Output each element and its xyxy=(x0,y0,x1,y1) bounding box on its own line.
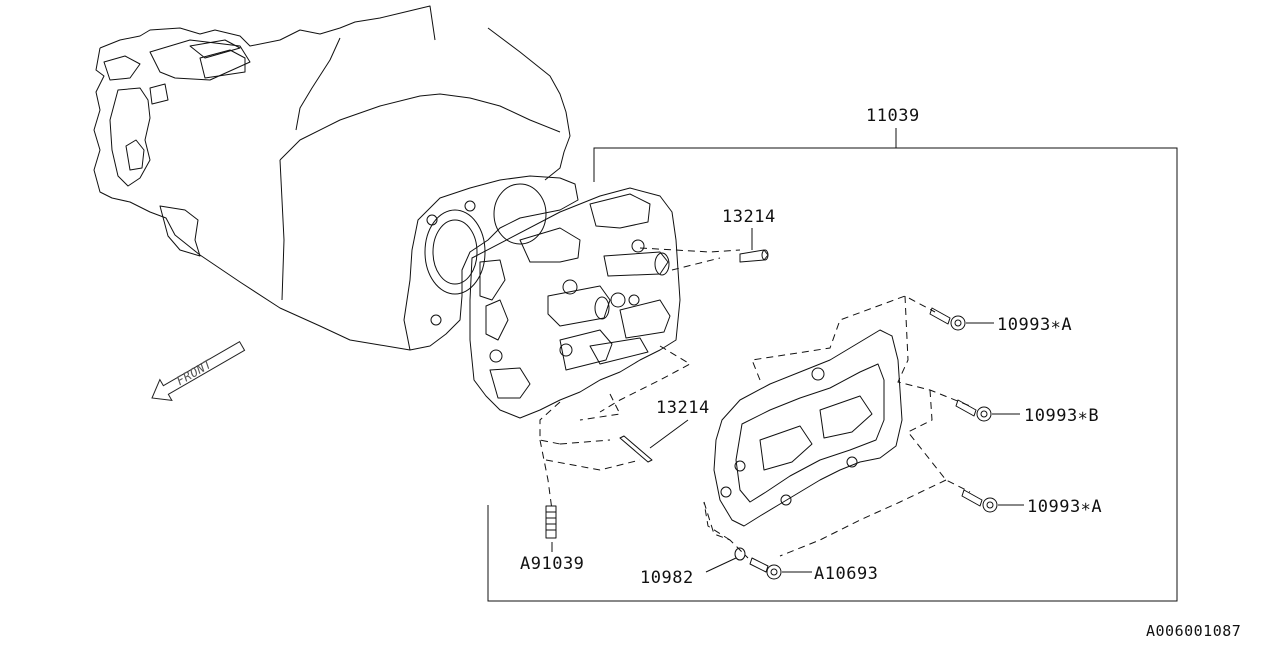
leader-dashes xyxy=(539,247,971,559)
front-label: FRONT xyxy=(174,357,215,389)
bolt-middle xyxy=(955,399,992,422)
cylinder-head-drawing xyxy=(469,187,681,419)
rocker-cover-drawing xyxy=(713,329,903,527)
label-pin-lower: 13214 xyxy=(656,398,710,418)
pin-upper xyxy=(739,249,769,263)
head-gasket-drawing xyxy=(403,175,579,351)
label-bolt-a-lower: 10993∗A xyxy=(1027,497,1102,517)
label-assembly: 11039 xyxy=(866,106,920,126)
label-bolt-a-upper: 10993∗A xyxy=(997,315,1072,335)
label-plug-bolt: A10693 xyxy=(814,564,878,584)
bolt-lower xyxy=(961,489,998,513)
pin-lower xyxy=(619,435,653,463)
stud xyxy=(545,505,557,539)
assembly-bracket xyxy=(487,128,1178,602)
engine-block-drawing xyxy=(93,5,571,351)
figure-code: A006001087 xyxy=(1146,622,1241,640)
label-bolt-b: 10993∗B xyxy=(1024,406,1099,426)
washer xyxy=(734,547,746,561)
plug-bolt xyxy=(749,557,782,580)
label-washer: 10982 xyxy=(640,568,694,588)
label-pin-upper: 13214 xyxy=(722,207,776,227)
front-arrow-icon: FRONT xyxy=(151,340,246,402)
leader-lines xyxy=(551,228,1024,573)
label-stud: A91039 xyxy=(520,554,584,574)
bolt-upper xyxy=(929,307,966,331)
